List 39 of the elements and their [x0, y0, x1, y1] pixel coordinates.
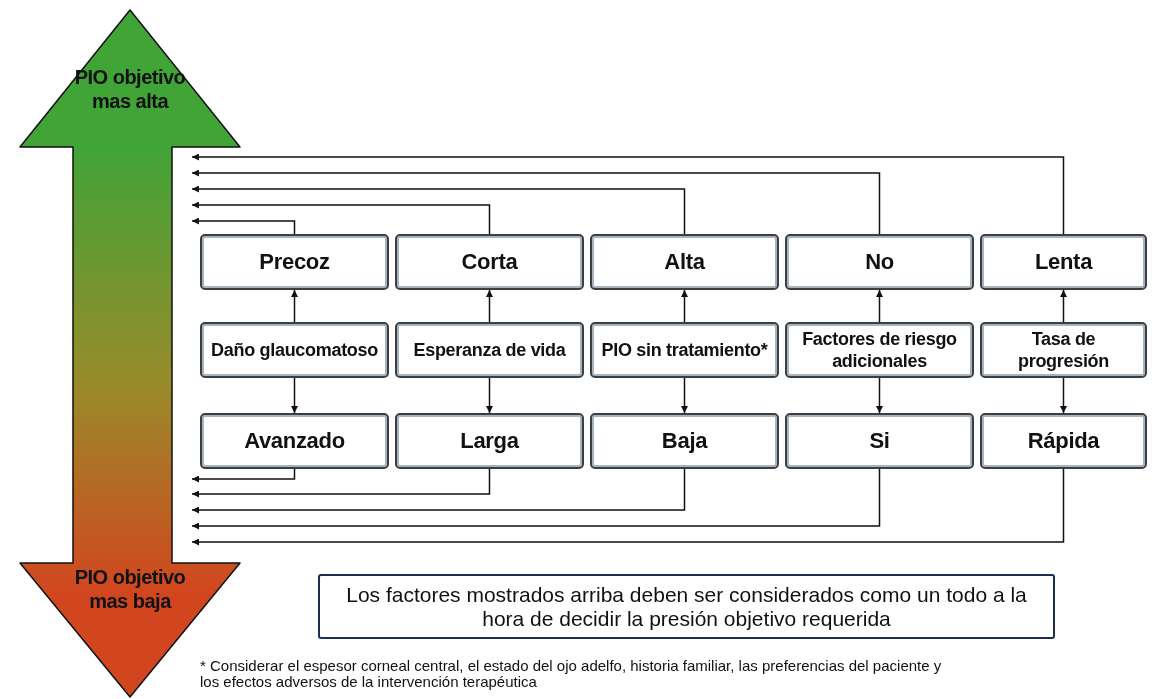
factor-box: Factores de riesgo adicionales: [785, 322, 974, 378]
arrow: [191, 169, 881, 235]
outcome-box: Lenta: [980, 234, 1147, 290]
arrow: [291, 289, 298, 323]
arrow: [291, 377, 298, 414]
outcome-box: Larga: [395, 413, 584, 469]
arrow: [191, 468, 296, 483]
arrow: [876, 377, 883, 414]
factor-box: PIO sin tratamiento*: [590, 322, 779, 378]
arrow: [191, 468, 686, 514]
outcome-box: Corta: [395, 234, 584, 290]
arrow: [191, 217, 296, 235]
outcome-box: Rápida: [980, 413, 1147, 469]
outcome-box: No: [785, 234, 974, 290]
arrow: [486, 377, 493, 414]
arrow: [191, 468, 881, 530]
arrow-label: PIO objetivo mas baja: [73, 565, 187, 613]
arrow: [191, 153, 1065, 235]
arrow: [191, 201, 491, 235]
factor-box: Tasa de progresión: [980, 322, 1147, 378]
arrow: [876, 289, 883, 323]
arrow: [191, 185, 686, 235]
arrow: [486, 289, 493, 323]
factor-box: Daño glaucomatoso: [200, 322, 389, 378]
outcome-box: Alta: [590, 234, 779, 290]
footnote: * Considerar el espesor corneal central, el estado del ojo adelfo, historia familiar, las preferencias del paciente y los efectos adversos de la intervención terapéutica: [200, 658, 943, 690]
arrow-label: PIO objetivo mas alta: [73, 65, 187, 113]
arrow: [1060, 289, 1067, 323]
arrow: [191, 468, 1065, 546]
arrow: [1060, 377, 1067, 414]
outcome-box: Precoz: [200, 234, 389, 290]
arrow: [681, 289, 688, 323]
arrow: [191, 468, 491, 498]
factor-box: Esperanza de vida: [395, 322, 584, 378]
outcome-box: Baja: [590, 413, 779, 469]
outcome-box: Avanzado: [200, 413, 389, 469]
note-box: Los factores mostrados arriba deben ser considerados como un todo a la hora de decidir la presión objetivo requerida: [318, 574, 1055, 639]
outcome-box: Si: [785, 413, 974, 469]
arrow: [681, 377, 688, 414]
